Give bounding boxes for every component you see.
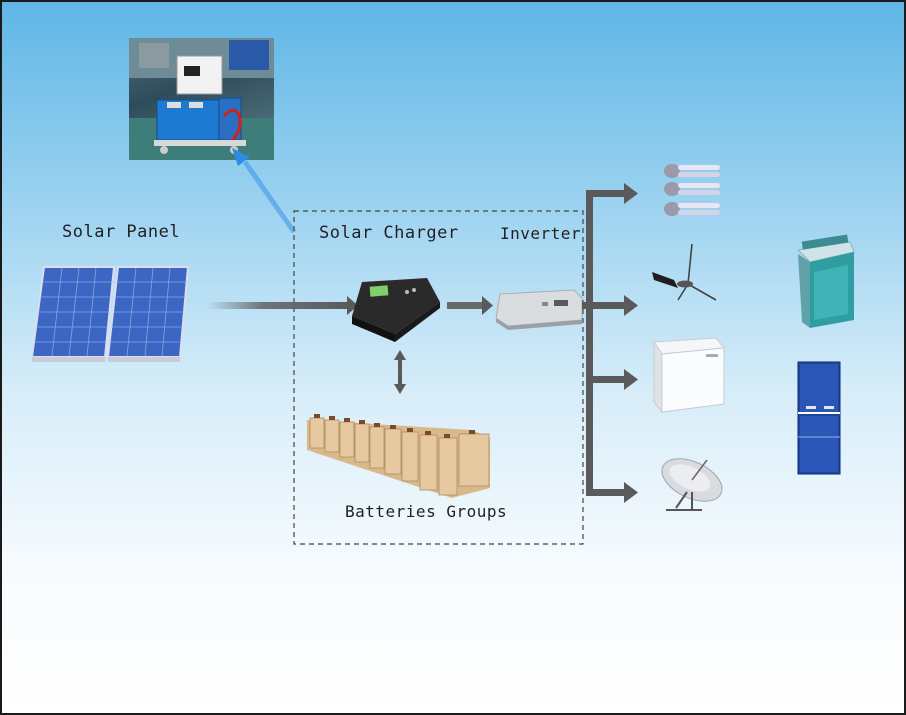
photo-pointer-arrow bbox=[232, 148, 297, 234]
solar-panel-label: Solar Panel bbox=[62, 222, 181, 242]
battery-bank-icon bbox=[307, 414, 490, 498]
freezer-icon bbox=[653, 337, 725, 414]
charger-to-inverter-arrow bbox=[447, 296, 493, 315]
solar-panel-icon bbox=[30, 266, 190, 362]
washing-machine-icon bbox=[796, 234, 855, 328]
distribution-arrows bbox=[582, 183, 638, 503]
refrigerator-icon bbox=[797, 361, 841, 475]
wind-turbine-icon bbox=[652, 243, 717, 301]
solar-charger-label: Solar Charger bbox=[319, 223, 459, 243]
system-photo-icon bbox=[129, 38, 274, 160]
satellite-dish-icon bbox=[661, 458, 723, 511]
cfl-bulbs-icon bbox=[664, 164, 720, 216]
charger-battery-arrow bbox=[394, 350, 406, 394]
charger-icon bbox=[352, 278, 440, 342]
system-boundary bbox=[293, 210, 584, 545]
batteries-label: Batteries Groups bbox=[345, 502, 508, 521]
inverter-icon bbox=[495, 289, 583, 330]
inverter-label: Inverter bbox=[500, 224, 582, 243]
panel-to-charger-arrow bbox=[207, 296, 358, 315]
